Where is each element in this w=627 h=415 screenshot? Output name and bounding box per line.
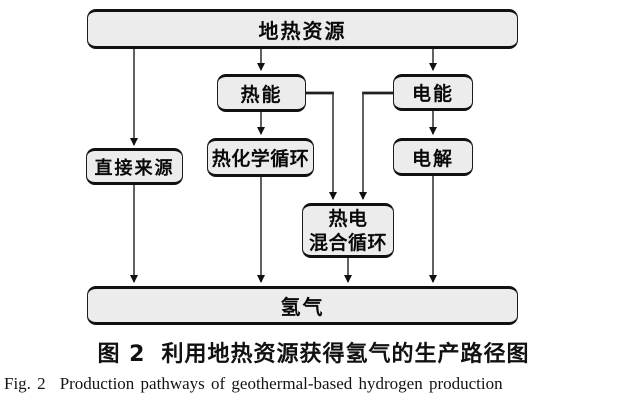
figure-caption-cn-number: 图 2 <box>97 342 146 367</box>
node-thermal-energy-label: 热能 <box>240 83 283 106</box>
node-geothermal-resources: 地热资源 <box>87 9 518 49</box>
node-thermoelectric-hybrid-cycle-line1: 热电 <box>328 207 368 230</box>
node-electrolysis-label: 电解 <box>411 147 454 170</box>
node-geothermal-resources-label: 地热资源 <box>258 18 347 43</box>
node-hydrogen-label: 氢气 <box>280 295 325 319</box>
node-electric-energy: 电能 <box>393 74 473 111</box>
figure-caption-cn: 图 2 利用地热资源获得氢气的生产路径图 <box>0 336 627 368</box>
node-electrolysis: 电解 <box>393 138 473 176</box>
node-thermoelectric-hybrid-cycle: 热电 混合循环 <box>302 203 394 258</box>
figure-caption-en-text: Production pathways of geothermal-based … <box>59 374 503 393</box>
node-thermal-energy: 热能 <box>217 74 306 112</box>
node-thermochemical-cycle: 热化学循环 <box>207 138 314 177</box>
figure-caption-en: Fig. 2 Production pathways of geothermal-… <box>4 374 624 394</box>
node-thermoelectric-hybrid-cycle-line2: 混合循环 <box>308 231 387 254</box>
node-direct-source: 直接来源 <box>86 148 183 185</box>
figure-caption-en-number: Fig. 2 <box>4 374 46 393</box>
figure-caption-cn-text: 利用地热资源获得氢气的生产路径图 <box>161 342 530 367</box>
node-hydrogen: 氢气 <box>87 286 518 325</box>
node-electric-energy-label: 电能 <box>411 83 454 105</box>
node-thermochemical-cycle-label: 热化学循环 <box>211 148 310 170</box>
node-direct-source-label: 直接来源 <box>94 157 175 179</box>
